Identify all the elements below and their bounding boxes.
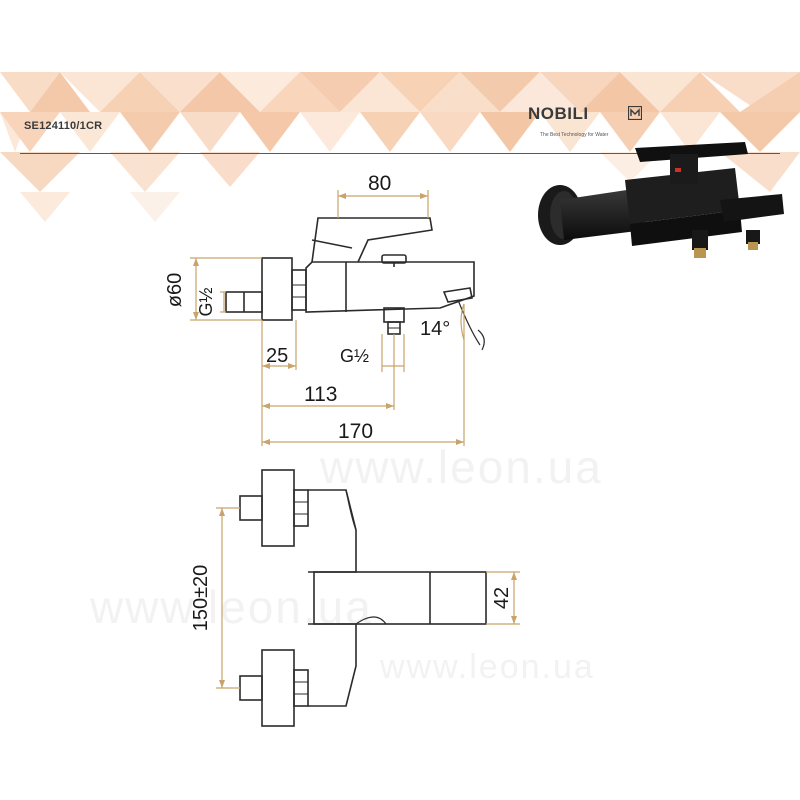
dim-angle: 14° [420, 318, 450, 340]
front-view-drawing [239, 469, 487, 727]
dim-spout-height: 42 [491, 587, 513, 609]
brand-mark-icon [628, 106, 642, 120]
product-code: SE124110/1CR [24, 120, 103, 132]
dim-80: 80 [368, 172, 391, 195]
watermark: www.leon.ua [320, 441, 603, 493]
product-photo [538, 142, 784, 258]
dim-113: 113 [304, 383, 337, 406]
watermark: www.leon.ua [380, 648, 595, 686]
watermark: www.leon.ua [90, 581, 373, 633]
brand-name: NOBILI [528, 104, 589, 123]
dim-25: 25 [266, 345, 288, 367]
brand-logo: NOBILI The Best Technology for Water [528, 104, 648, 144]
header-rule [20, 153, 780, 154]
dim-centres: 150±20 [190, 565, 212, 632]
dim-thread-inlet: G½ [196, 287, 216, 316]
brand-tagline: The Best Technology for Water [540, 132, 609, 138]
dim-diameter: ø60 [164, 273, 186, 307]
dim-thread-outlet: G½ [340, 346, 369, 366]
dim-170: 170 [338, 420, 373, 443]
